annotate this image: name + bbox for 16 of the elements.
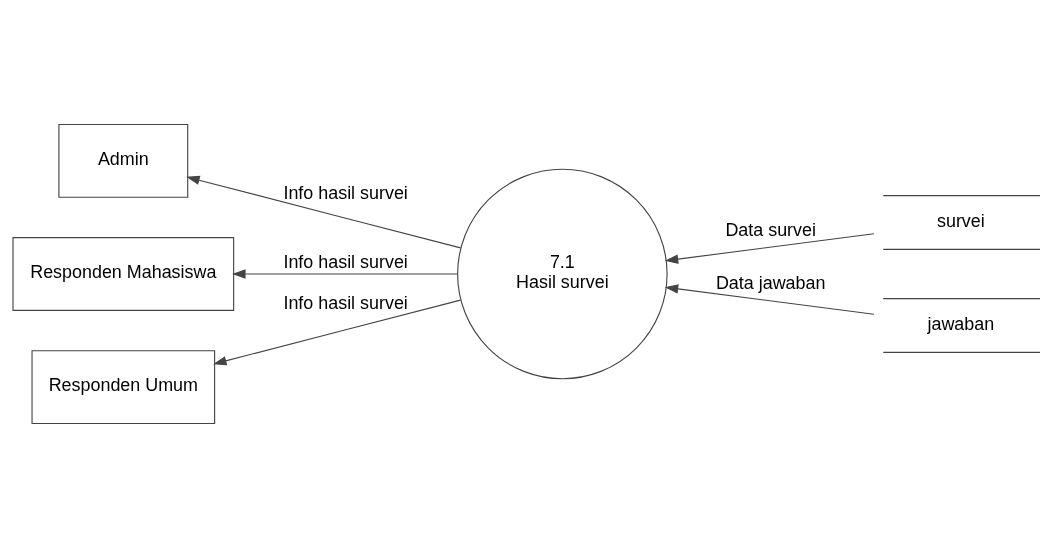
edge-label: Info hasil survei [283, 252, 408, 273]
edge-label: Info hasil survei [283, 182, 408, 203]
edge-label: Info hasil survei [283, 292, 408, 313]
edge-label: Data jawaban [715, 273, 826, 294]
node-circle: 7.1 Hasil survei [457, 168, 668, 380]
arrow [664, 233, 875, 264]
arrow [232, 269, 458, 279]
arrow [664, 284, 875, 315]
arrow [213, 299, 462, 366]
arrow [186, 175, 462, 249]
node-box: Admin [58, 123, 189, 198]
node-box: Responden Mahasiswa [12, 237, 235, 311]
edge-label: Data survei [725, 219, 816, 240]
node-text: survei [937, 210, 985, 231]
node-box: Responden Umum [31, 350, 216, 425]
node-text: jawaban [927, 313, 995, 334]
